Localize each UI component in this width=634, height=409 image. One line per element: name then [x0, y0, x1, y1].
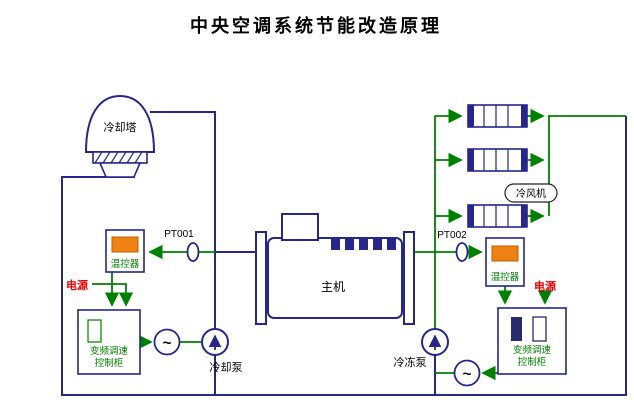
fan-coil-unit-1 — [467, 104, 528, 128]
cooling-tower-basin — [98, 162, 142, 178]
chilled-pump-label: 冷冻泵 — [394, 355, 427, 369]
arrow-power-to-vfd-left — [92, 283, 134, 307]
main-unit: 主机 — [255, 213, 415, 325]
cooling-tower-fill-hatch — [94, 151, 143, 164]
pt001-sensor — [186, 242, 200, 262]
main-unit-flange-left — [255, 231, 267, 325]
cooling-pump-label: 冷却泵 — [210, 361, 243, 374]
cooling-tower-shell — [84, 94, 156, 153]
fan-coil-unit-2 — [467, 148, 528, 172]
motor-left: ~ — [153, 328, 181, 356]
cooling-tower: 冷却塔 — [84, 94, 156, 178]
vfd-left-label-1: 变频调速 — [90, 345, 129, 357]
power-right-label: 电源 — [534, 279, 556, 293]
power-left-label: 电源 — [66, 278, 88, 292]
page-title: 中央空调系统节能改造原理 — [190, 15, 442, 36]
pipe-tower-supply — [150, 111, 216, 329]
main-unit-label: 主机 — [321, 280, 345, 294]
vfd-cabinet-left: 变频调速 控制柜 — [77, 309, 141, 375]
pt001-label: PT001 — [164, 229, 194, 240]
vfd-cabinet-right: 变频调速 控制柜 — [497, 307, 567, 375]
fan-coil-label: 冷风机 — [516, 187, 546, 200]
main-unit-flange-right — [403, 231, 415, 325]
vfd-left-label-2: 控制柜 — [95, 357, 124, 369]
cooling-tower-label: 冷却塔 — [104, 121, 137, 134]
cooling-pump: 冷却泵 — [201, 328, 243, 374]
pt002-sensor — [455, 242, 469, 262]
thermostat-left: 温控器 — [105, 229, 145, 273]
chilled-return-collector — [548, 115, 626, 216]
motor-left-symbol: ~ — [163, 335, 172, 352]
pipe-main-loop — [61, 116, 627, 396]
main-unit-body — [267, 237, 403, 319]
vfd-right-label-1: 变频调速 — [513, 344, 552, 356]
chilled-pump: 冷冻泵 — [394, 328, 449, 369]
thermostat-right: 温控器 — [485, 237, 525, 287]
pt002-label: PT002 — [437, 230, 467, 241]
thermostat-right-label: 温控器 — [491, 271, 520, 283]
main-unit-top-box — [281, 213, 319, 241]
main-unit-bolts — [331, 239, 396, 250]
thermostat-left-label: 温控器 — [111, 258, 140, 270]
fan-coil-tag: 冷风机 — [504, 183, 558, 203]
motor-right: ~ — [453, 359, 481, 387]
fan-coil-unit-3 — [467, 204, 528, 228]
vfd-right-label-2: 控制柜 — [518, 356, 547, 368]
motor-right-symbol: ~ — [463, 366, 472, 383]
